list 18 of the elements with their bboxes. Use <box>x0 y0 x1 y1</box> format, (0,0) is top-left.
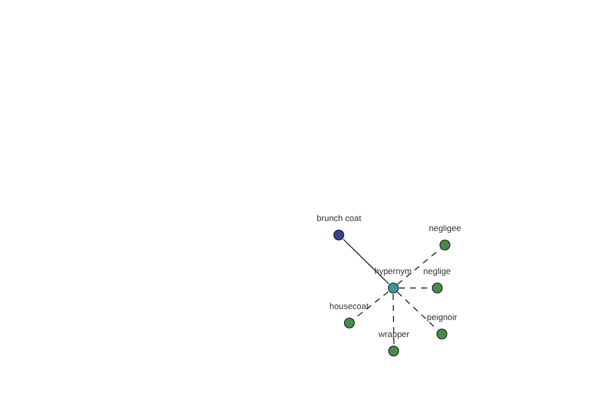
node-label: wrapper <box>378 329 410 340</box>
dashed-line <box>353 291 389 320</box>
node-label: neglige <box>423 266 451 277</box>
graph-node <box>378 329 410 357</box>
node-label: peignoir <box>426 312 458 323</box>
graph-node <box>423 266 451 294</box>
graph-node <box>428 223 462 251</box>
graph-node <box>426 312 458 340</box>
dashed-line <box>392 294 394 346</box>
node-label: brunch coat <box>316 213 362 224</box>
dashed-line <box>397 248 441 285</box>
graph-node <box>329 301 369 329</box>
graph-node <box>374 266 412 294</box>
node-label: negligee <box>428 223 462 234</box>
line <box>342 238 390 284</box>
node-label: hypernym <box>374 266 412 277</box>
node-label: housecoat <box>329 301 369 312</box>
graph-node <box>316 213 362 241</box>
